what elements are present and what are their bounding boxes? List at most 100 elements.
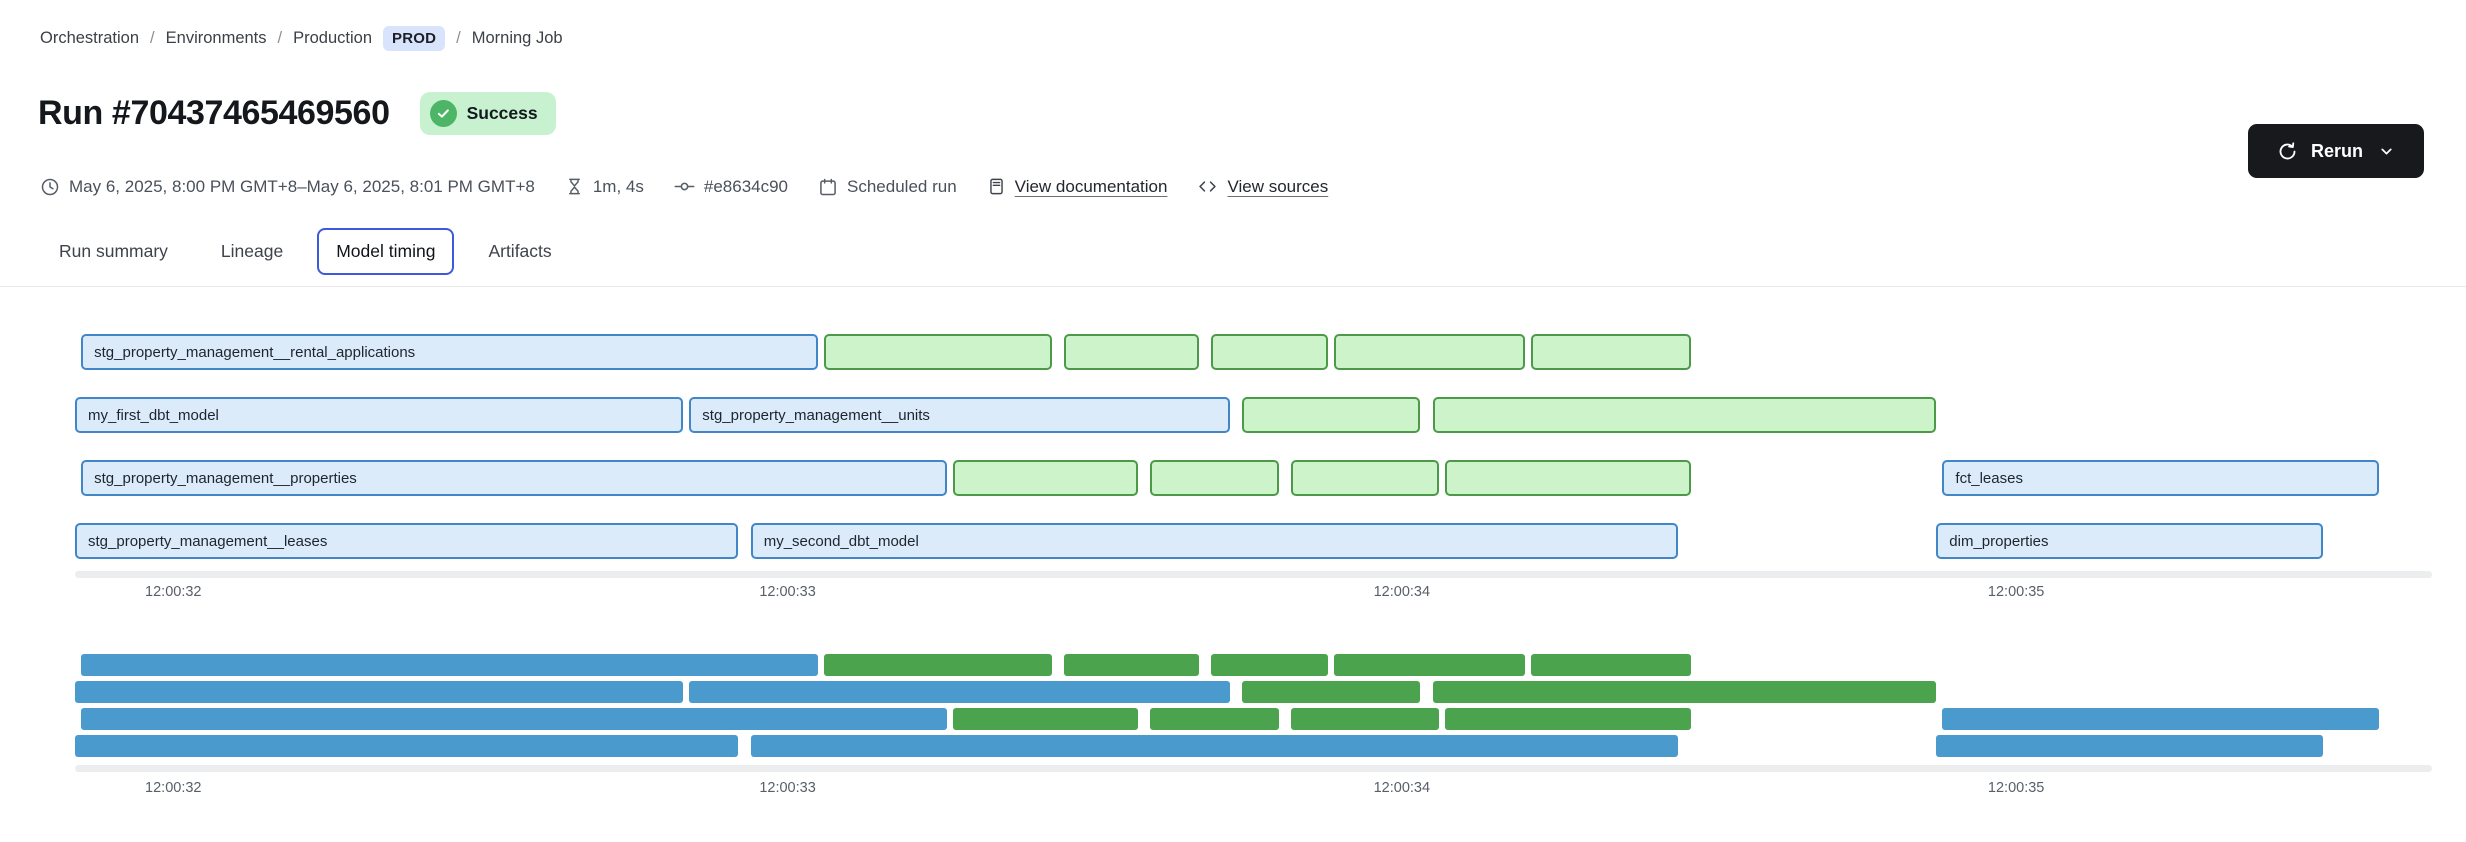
- view-documentation[interactable]: View documentation: [987, 176, 1168, 197]
- gantt-bar[interactable]: [1291, 460, 1439, 496]
- run-metadata-row: May 6, 2025, 8:00 PM GMT+8–May 6, 2025, …: [40, 176, 1328, 197]
- commit-icon: [674, 182, 695, 191]
- gantt-bar-label: my_second_dbt_model: [763, 532, 919, 550]
- time-tick-label: 12:00:33: [759, 780, 816, 796]
- mini-bar: [75, 681, 684, 703]
- gantt-bar[interactable]: [1530, 334, 1691, 370]
- clock-icon: [41, 178, 59, 195]
- gantt-bar[interactable]: fct_leases: [1942, 460, 2379, 496]
- mini-bar: [689, 681, 1230, 703]
- gantt-bar[interactable]: [824, 334, 1052, 370]
- gantt-bar-label: stg_property_management__units: [702, 406, 930, 424]
- title-row: Run #70437465469560 Success: [38, 92, 556, 135]
- tab-bar: Run summary Lineage Model timing Artifac…: [40, 228, 571, 275]
- tabs-divider: [0, 286, 2466, 287]
- gantt-bar-label: stg_property_management__leases: [88, 532, 328, 550]
- breadcrumb-separator: /: [150, 29, 155, 47]
- gantt-bar-label: dim_properties: [1949, 532, 2049, 550]
- view-documentation-link[interactable]: View documentation: [1014, 176, 1168, 196]
- gantt-bar[interactable]: [1444, 460, 1691, 496]
- gantt-bar[interactable]: stg_property_management__properties: [81, 460, 948, 496]
- gantt-bar[interactable]: my_first_dbt_model: [75, 397, 684, 433]
- gantt-time-axis: 12:00:32 12:00:33 12:00:34 12:00:35: [75, 584, 2440, 604]
- time-tick-label: 12:00:34: [1373, 584, 1431, 600]
- gantt-bar[interactable]: [1242, 397, 1421, 433]
- view-sources[interactable]: View sources: [1197, 176, 1328, 197]
- mini-bar: [1444, 708, 1691, 730]
- mini-bar: [1211, 654, 1329, 676]
- tab-model-timing[interactable]: Model timing: [317, 228, 455, 275]
- mini-bar: [75, 735, 739, 757]
- time-tick-label: 12:00:33: [759, 584, 816, 600]
- mini-bar: [1530, 654, 1691, 676]
- code-icon: [1199, 181, 1217, 192]
- model-timing-gantt: stg_property_management__rental_applicat…: [75, 334, 2440, 562]
- gantt-bar-label: my_first_dbt_model: [88, 406, 219, 424]
- check-circle-icon: [429, 100, 457, 127]
- time-tick-label: 12:00:35: [1987, 584, 2045, 600]
- commit-hash: #e8634c90: [674, 176, 788, 197]
- tab-artifacts[interactable]: Artifacts: [488, 241, 552, 261]
- run-time-range-label: May 6, 2025, 8:00 PM GMT+8–May 6, 2025, …: [69, 176, 535, 196]
- status-badge: Success: [419, 92, 556, 135]
- view-sources-link[interactable]: View sources: [1227, 176, 1329, 196]
- gantt-bar[interactable]: [953, 460, 1138, 496]
- tab-run-summary[interactable]: Run summary: [59, 241, 168, 261]
- gantt-bar[interactable]: stg_property_management__rental_applicat…: [81, 334, 819, 370]
- mini-bar: [824, 654, 1052, 676]
- gantt-bar[interactable]: [1150, 460, 1279, 496]
- breadcrumb-separator: /: [456, 29, 461, 47]
- commit-hash-label: #e8634c90: [703, 176, 789, 196]
- gantt-bar-label: stg_property_management__properties: [94, 469, 357, 487]
- chevron-down-icon[interactable]: [2378, 143, 2395, 160]
- hourglass-icon: [568, 178, 580, 195]
- time-tick-label: 12:00:34: [1373, 780, 1431, 796]
- mini-bar: [953, 708, 1138, 730]
- gantt-bar-label: fct_leases: [1955, 469, 2023, 487]
- gantt-bar[interactable]: stg_property_management__units: [689, 397, 1230, 433]
- mini-bar: [81, 708, 948, 730]
- breadcrumb-morning-job[interactable]: Morning Job: [471, 29, 563, 47]
- time-tick-label: 12:00:32: [145, 584, 202, 600]
- gantt-bar-label: stg_property_management__rental_applicat…: [94, 343, 416, 361]
- status-label: Success: [466, 103, 538, 123]
- mini-bar: [1291, 708, 1439, 730]
- gantt-horizontal-scrollbar[interactable]: [75, 571, 2432, 578]
- rerun-label: Rerun: [2310, 140, 2363, 161]
- run-duration: 1m, 4s: [565, 177, 644, 197]
- mini-bar: [1432, 681, 1937, 703]
- run-time-range: May 6, 2025, 8:00 PM GMT+8–May 6, 2025, …: [40, 177, 535, 197]
- gantt-bar[interactable]: [1063, 334, 1200, 370]
- gantt-bar[interactable]: dim_properties: [1936, 523, 2324, 559]
- gantt-bar[interactable]: stg_property_management__leases: [75, 523, 739, 559]
- time-tick-label: 12:00:32: [145, 780, 202, 796]
- run-duration-label: 1m, 4s: [592, 176, 644, 196]
- breadcrumb-environments[interactable]: Environments: [165, 29, 267, 47]
- gantt-bar[interactable]: my_second_dbt_model: [750, 523, 1679, 559]
- mini-bar: [1942, 708, 2379, 730]
- mini-bar: [1242, 681, 1421, 703]
- model-timing-overview: [75, 654, 2440, 760]
- breadcrumb-production[interactable]: Production: [293, 29, 373, 47]
- environment-badge: PROD: [383, 26, 446, 51]
- gantt-bar[interactable]: [1432, 397, 1937, 433]
- run-trigger: Scheduled run: [818, 177, 957, 197]
- breadcrumb-separator: /: [277, 29, 283, 47]
- breadcrumb-orchestration[interactable]: Orchestration: [40, 29, 140, 47]
- calendar-icon: [820, 178, 836, 195]
- tab-lineage[interactable]: Lineage: [220, 241, 284, 261]
- overview-horizontal-scrollbar[interactable]: [75, 765, 2432, 772]
- refresh-icon: [2277, 141, 2298, 162]
- mini-bar: [750, 735, 1679, 757]
- mini-bar: [1936, 735, 2324, 757]
- page-title: Run #70437465469560: [38, 94, 390, 132]
- gantt-bar[interactable]: [1334, 334, 1525, 370]
- rerun-button[interactable]: Rerun: [2248, 124, 2424, 178]
- gantt-bar[interactable]: [1211, 334, 1329, 370]
- mini-bar: [1063, 654, 1200, 676]
- run-trigger-label: Scheduled run: [847, 176, 957, 196]
- mini-bar: [81, 654, 819, 676]
- mini-bar: [1150, 708, 1279, 730]
- mini-bar: [1334, 654, 1525, 676]
